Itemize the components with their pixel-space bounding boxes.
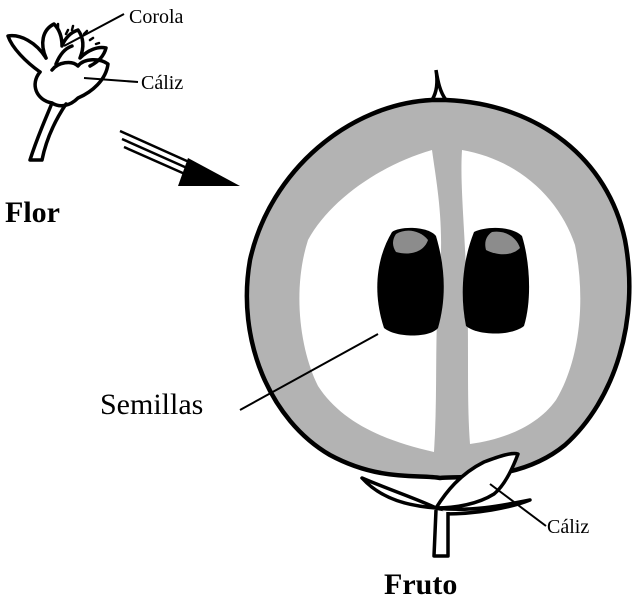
corolla-label: Corola: [129, 6, 184, 28]
flower-calyx-leader-line: [84, 78, 138, 82]
flower-illustration: [8, 24, 108, 160]
flower-calyx-label: Cáliz: [141, 72, 183, 94]
arrow-icon: [120, 131, 240, 186]
fruit-stem: [434, 510, 448, 556]
flower-sepal-left: [8, 36, 46, 72]
flower-stem: [30, 103, 66, 160]
fruit-calyx-label: Cáliz: [547, 516, 589, 538]
seeds-label: Semillas: [100, 388, 203, 421]
fruit-tip: [432, 70, 446, 100]
flower-title: Flor: [5, 196, 60, 229]
flower-calyx: [35, 60, 108, 106]
seed-right: [463, 228, 529, 334]
fruit-title: Fruto: [384, 568, 457, 601]
seed-left: [377, 228, 443, 336]
